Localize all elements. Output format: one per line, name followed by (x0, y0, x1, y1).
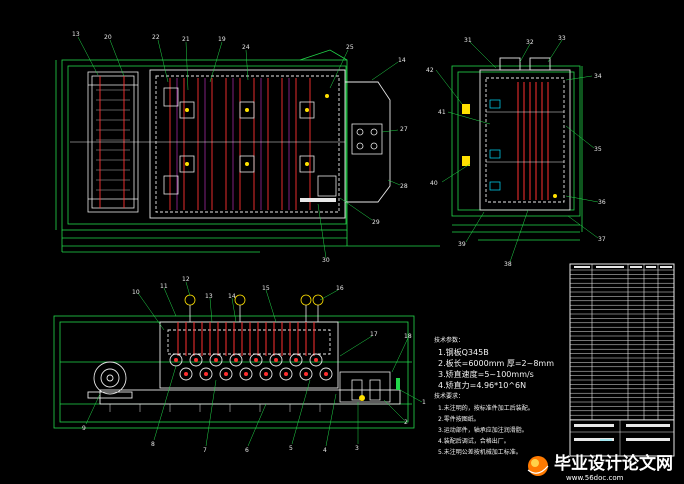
requirement-item: 3.运动部件，轴承应加注润滑脂。 (438, 426, 528, 434)
requirement-item: 5.未注明公差按机械加工标准。 (438, 448, 522, 456)
title-block (569, 263, 675, 457)
side-view (435, 39, 599, 263)
spec-item: 4.矫直力=4.96*10^6N (438, 380, 526, 390)
part-label: 27 (400, 126, 408, 133)
part-label: 31 (464, 37, 472, 44)
part-label: 14 (398, 57, 406, 64)
requirement-item: 1.未注明的，按标准件加工后装配。 (438, 404, 534, 412)
part-label: 5 (289, 445, 293, 452)
spec-item: 1.钢板Q345B (438, 347, 489, 357)
part-label: 32 (526, 39, 534, 46)
part-label: 18 (404, 333, 412, 340)
part-label: 15 (262, 285, 270, 292)
side-view-labels: 31 32 33 34 42 41 35 40 36 37 39 38 (426, 35, 606, 268)
part-label: 42 (426, 67, 434, 74)
part-label: 33 (558, 35, 566, 42)
part-label: 9 (82, 425, 86, 432)
spec-item: 2.板长=6000mm 厚=2~8mm (438, 358, 554, 368)
part-label: 17 (370, 331, 378, 338)
part-label: 4 (323, 447, 327, 454)
watermark-logo-icon (527, 456, 549, 476)
top-view-labels: 13 20 22 21 19 24 25 14 27 28 29 30 (72, 31, 408, 264)
watermark-text: 毕业设计论文网 (554, 453, 673, 474)
part-label: 37 (598, 236, 606, 243)
front-view-labels: 10 11 12 13 14 15 16 17 18 1 2 3 4 5 6 7… (82, 276, 426, 454)
part-label: 1 (422, 399, 426, 406)
part-label: 10 (132, 289, 140, 296)
part-label: 28 (400, 183, 408, 190)
part-label: 38 (504, 261, 512, 268)
top-view (55, 36, 440, 259)
part-label: 14 (228, 293, 236, 300)
part-label: 7 (203, 447, 207, 454)
watermark-url: www.56doc.com (566, 474, 624, 482)
tech-requirements-block: 技术要求： 1.未注明的，按标准件加工后装配。 2.零件按图纸。 3.运动部件，… (434, 392, 534, 456)
part-label: 13 (205, 293, 213, 300)
front-view (53, 281, 423, 447)
part-label: 12 (182, 276, 190, 283)
requirements-heading: 技术要求： (434, 392, 464, 400)
part-label: 21 (182, 36, 190, 43)
part-label: 24 (242, 44, 250, 51)
watermark: 毕业设计论文网 www.56doc.com (527, 453, 673, 482)
part-label: 8 (151, 441, 155, 448)
part-label: 13 (72, 31, 80, 38)
part-label: 39 (458, 241, 466, 248)
spec-block: 技术参数： 1.钢板Q345B 2.板长=6000mm 厚=2~8mm 3.矫直… (434, 336, 554, 390)
part-label: 30 (322, 257, 330, 264)
part-label: 19 (218, 36, 226, 43)
part-label: 29 (372, 219, 380, 226)
part-label: 40 (430, 180, 438, 187)
requirement-item: 2.零件按图纸。 (438, 415, 480, 423)
part-label: 6 (245, 447, 249, 454)
requirement-item: 4.装配后调试，合格出厂。 (438, 437, 510, 445)
part-label: 11 (160, 283, 168, 290)
part-label: 25 (346, 44, 354, 51)
part-label: 35 (594, 146, 602, 153)
part-label: 34 (594, 73, 602, 80)
part-label: 36 (598, 199, 606, 206)
part-label: 41 (438, 109, 446, 116)
part-label: 22 (152, 34, 160, 41)
spec-item: 3.矫直速度=5~100mm/s (438, 369, 534, 379)
spec-heading: 技术参数： (434, 336, 464, 344)
part-label: 16 (336, 285, 344, 292)
part-label: 20 (104, 34, 112, 41)
part-label: 3 (355, 445, 359, 452)
part-label: 2 (404, 419, 408, 426)
